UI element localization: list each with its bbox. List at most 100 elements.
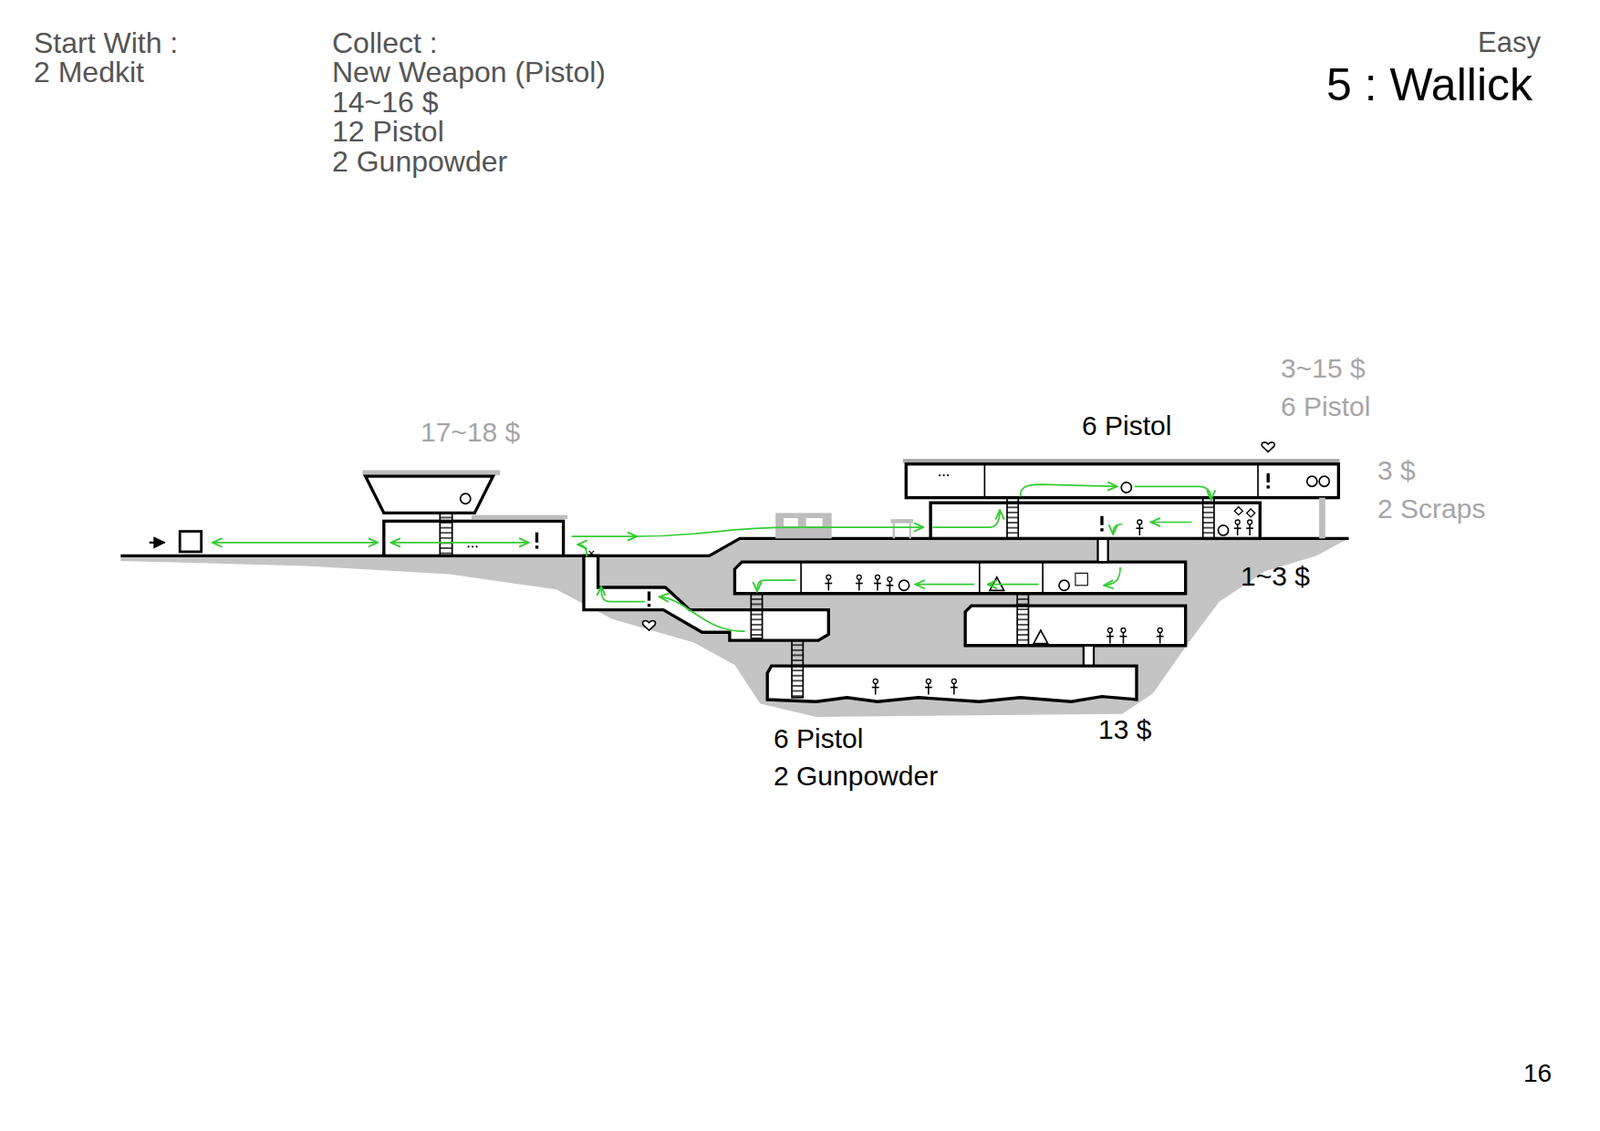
- items: [643, 442, 1330, 645]
- first-building: [365, 476, 494, 513]
- header-label: Collect :: [332, 28, 438, 58]
- underground-rooms: [1017, 593, 1029, 646]
- route-arrows: [212, 541, 378, 544]
- loot-note: 13 $: [1098, 716, 1152, 744]
- underground-rooms: [589, 550, 595, 557]
- upper-building: [905, 464, 1339, 499]
- difficulty-label: Easy: [1477, 28, 1541, 57]
- underground-rooms: [647, 592, 651, 602]
- loot-note: 6 Pistol: [1280, 393, 1371, 421]
- first-building: [384, 520, 564, 556]
- route-arrows: [571, 535, 638, 538]
- items: [1319, 476, 1330, 487]
- enemies: [1234, 519, 1242, 536]
- underground-rooms: [734, 561, 1185, 594]
- ground: [120, 538, 1349, 717]
- props: [909, 523, 912, 540]
- upper-building: [938, 474, 941, 477]
- upper-building: [1257, 464, 1259, 499]
- start-item: 2 Medkit: [33, 57, 145, 87]
- route-arrows: [1020, 484, 1118, 497]
- upper-building: [946, 474, 949, 477]
- level-title: 5 : Wallick: [1326, 62, 1533, 108]
- first-building: [471, 545, 474, 548]
- start-marker: [179, 531, 201, 552]
- upper-building: [1246, 509, 1256, 518]
- underground-rooms: [647, 603, 651, 607]
- items: [1059, 580, 1070, 591]
- loot-note: 3 $: [1377, 457, 1416, 485]
- items: [1075, 572, 1088, 585]
- first-building: [460, 493, 471, 504]
- enemies: [1135, 519, 1143, 536]
- items: [1033, 630, 1049, 645]
- ground: [120, 538, 1349, 717]
- ground: [120, 538, 1349, 556]
- items: [1307, 476, 1318, 487]
- upper-building: [1234, 507, 1243, 516]
- route-arrows: [212, 484, 1212, 632]
- route-arrows: [633, 527, 925, 537]
- enemies: [1246, 519, 1254, 536]
- underground-rooms: [583, 538, 1186, 702]
- props: [775, 512, 832, 539]
- start-marker: [149, 531, 202, 552]
- route-arrows: [391, 541, 530, 544]
- upper-building: [903, 458, 1341, 463]
- upper-building: [1100, 528, 1103, 531]
- upper-building: [1007, 498, 1019, 540]
- enemies: [873, 574, 882, 591]
- enemies: [872, 678, 880, 695]
- underground-rooms: [767, 665, 1137, 702]
- underground-rooms: [750, 593, 762, 639]
- props: [891, 519, 915, 523]
- upper-building: [943, 474, 946, 477]
- items: [643, 621, 656, 631]
- route-arrows: [1112, 524, 1123, 535]
- loot-note: 6 Pistol: [1081, 412, 1172, 440]
- items: [898, 580, 909, 591]
- upper-building: [1267, 473, 1270, 483]
- props: [893, 523, 895, 540]
- route-arrows: [932, 509, 1000, 528]
- underground-rooms: [1041, 561, 1044, 594]
- collect-item: New Weapon (Pistol): [332, 57, 606, 87]
- underground-rooms: [1097, 538, 1108, 562]
- collect-item: 14~16 $: [332, 87, 439, 117]
- underground-rooms: [978, 561, 981, 594]
- enemies: [1156, 628, 1164, 645]
- enemies: [1120, 628, 1128, 645]
- first-building: [362, 469, 500, 476]
- upper-building: [984, 464, 987, 499]
- upper-building: [1100, 516, 1103, 526]
- route-arrows: [1103, 567, 1121, 586]
- first-building: [475, 545, 478, 548]
- header-label: Start With :: [33, 28, 178, 58]
- loot-note: 1~3 $: [1240, 562, 1310, 591]
- enemies: [885, 577, 894, 593]
- enemies: [824, 574, 832, 591]
- upper-building: [1267, 485, 1270, 489]
- route-arrows: [757, 580, 796, 592]
- enemies: [824, 519, 1254, 695]
- first-building: [535, 545, 539, 549]
- enemies: [924, 678, 933, 695]
- first-building: [439, 512, 452, 556]
- route-arrows: [577, 544, 587, 557]
- loot-note: 3~15 $: [1280, 354, 1366, 383]
- collect-item: 12 Pistol: [332, 116, 445, 146]
- enemies: [950, 678, 958, 695]
- loot-note: 2 Gunpowder: [773, 762, 938, 790]
- props: [806, 518, 823, 527]
- route-arrows: [1134, 486, 1212, 500]
- first-building: [471, 515, 568, 520]
- first-building: [362, 469, 568, 556]
- route-arrows: [987, 583, 1039, 586]
- underground-rooms: [589, 550, 595, 557]
- loot-note: 2 Scraps: [1377, 495, 1486, 523]
- route-arrows: [601, 586, 645, 603]
- route-arrows: [914, 583, 975, 586]
- loot-note: 17~18 $: [420, 418, 520, 447]
- enemies: [1106, 628, 1114, 645]
